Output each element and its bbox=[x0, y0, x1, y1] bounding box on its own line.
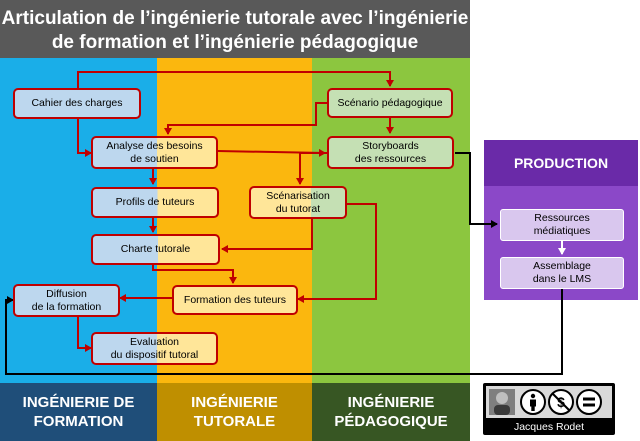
title-line-2: de formation et l’ingénierie pédagogique bbox=[51, 32, 419, 53]
footer-formation-line1: INGÉNIERIE DE bbox=[22, 394, 135, 411]
box-evaluation-dispositif: Evaluation du dispositif tutoral bbox=[91, 332, 218, 365]
footer-tutorale-line1: INGÉNIERIE bbox=[191, 394, 278, 411]
box-scenarisation-tutorat: Scénarisation du tutorat bbox=[249, 186, 347, 219]
author-photo-icon bbox=[489, 389, 515, 415]
arrow-charte-formation bbox=[152, 264, 237, 284]
profils-label: Profils de tuteurs bbox=[115, 196, 195, 208]
cahier-label: Cahier des charges bbox=[31, 97, 123, 109]
arrow-storyboards-scenarisation bbox=[296, 152, 328, 185]
analyse-line2: de soutien bbox=[130, 152, 179, 165]
box-diffusion-formation: Diffusion de la formation bbox=[13, 284, 120, 317]
production-header: PRODUCTION bbox=[484, 140, 638, 186]
analyse-line1: Analyse des besoins bbox=[106, 139, 203, 152]
license-author: Jacques Rodet bbox=[513, 421, 585, 433]
box-cahier-des-charges: Cahier des charges bbox=[13, 88, 141, 119]
assemblage-line1: Assemblage bbox=[533, 260, 591, 272]
evaluation-line2: du dispositif tutoral bbox=[110, 348, 199, 361]
footer-formation: INGÉNIERIE DE FORMATION bbox=[0, 383, 157, 441]
diffusion-line1: Diffusion bbox=[46, 287, 87, 300]
footer-tutorale-line2: TUTORALE bbox=[193, 413, 276, 430]
box-scenario-pedagogique: Scénario pédagogique bbox=[327, 88, 453, 118]
scenarisation-line2: du tutorat bbox=[275, 202, 321, 215]
charte-label: Charte tutorale bbox=[120, 243, 191, 255]
arrow-scenarisation-charte bbox=[221, 218, 313, 253]
footer-pedagogique-line1: INGÉNIERIE bbox=[347, 394, 435, 411]
arrow-cahier-scenario bbox=[77, 71, 394, 89]
cc-license-icons: $ bbox=[489, 389, 602, 415]
box-ressources-mediatiques: Ressources médiatiques bbox=[500, 209, 624, 241]
footer-pedagogique: INGÉNIERIE PÉDAGOGIQUE bbox=[312, 383, 470, 441]
formation-tuteurs-label: Formation des tuteurs bbox=[183, 293, 287, 306]
ressources-line1: Ressources bbox=[534, 212, 590, 224]
diagram-title: Articulation de l’ingénierie tutorale av… bbox=[0, 0, 470, 62]
evaluation-line1: Evaluation bbox=[129, 335, 180, 348]
footer-pedagogique-line2: PÉDAGOGIQUE bbox=[334, 413, 448, 430]
title-line-1: Articulation de l’ingénierie tutorale av… bbox=[1, 8, 469, 29]
ressources-line2: médiatiques bbox=[533, 225, 591, 237]
cc-by-icon bbox=[520, 389, 546, 415]
footer-tutorale: INGÉNIERIE TUTORALE bbox=[157, 383, 312, 441]
box-profils-tuteurs: Profils de tuteurs bbox=[91, 187, 219, 218]
scenarisation-line1: Scénarisation bbox=[266, 189, 330, 202]
scenario-label: Scénario pédagogique bbox=[337, 96, 443, 109]
box-analyse-besoins: Analyse des besoins de soutien bbox=[91, 136, 218, 169]
arrow-scenarisation-formation bbox=[297, 203, 377, 303]
box-formation-tuteurs: Formation des tuteurs bbox=[172, 285, 298, 315]
arrow-assemblage-diffusion bbox=[5, 289, 563, 375]
cc-nd-icon bbox=[576, 389, 602, 415]
assemblage-line2: dans le LMS bbox=[532, 273, 592, 285]
cc-nc-icon: $ bbox=[548, 389, 574, 415]
footer-formation-line2: FORMATION bbox=[33, 413, 124, 430]
arrow-scenario-analyse bbox=[164, 102, 327, 135]
column-tutorale bbox=[157, 58, 312, 383]
storyboards-line2: des ressources bbox=[354, 152, 427, 165]
box-assemblage-lms: Assemblage dans le LMS bbox=[500, 257, 624, 289]
arrow-cahier-analyse bbox=[77, 118, 92, 157]
arrow-diffusion-evaluation bbox=[77, 316, 92, 352]
box-charte-tutorale: Charte tutorale bbox=[91, 234, 220, 265]
storyboards-line1: Storyboards bbox=[362, 139, 419, 152]
arrow-storyboards-ressources bbox=[455, 152, 498, 228]
box-storyboards: Storyboards des ressources bbox=[327, 136, 454, 169]
diffusion-line2: de la formation bbox=[31, 300, 102, 313]
